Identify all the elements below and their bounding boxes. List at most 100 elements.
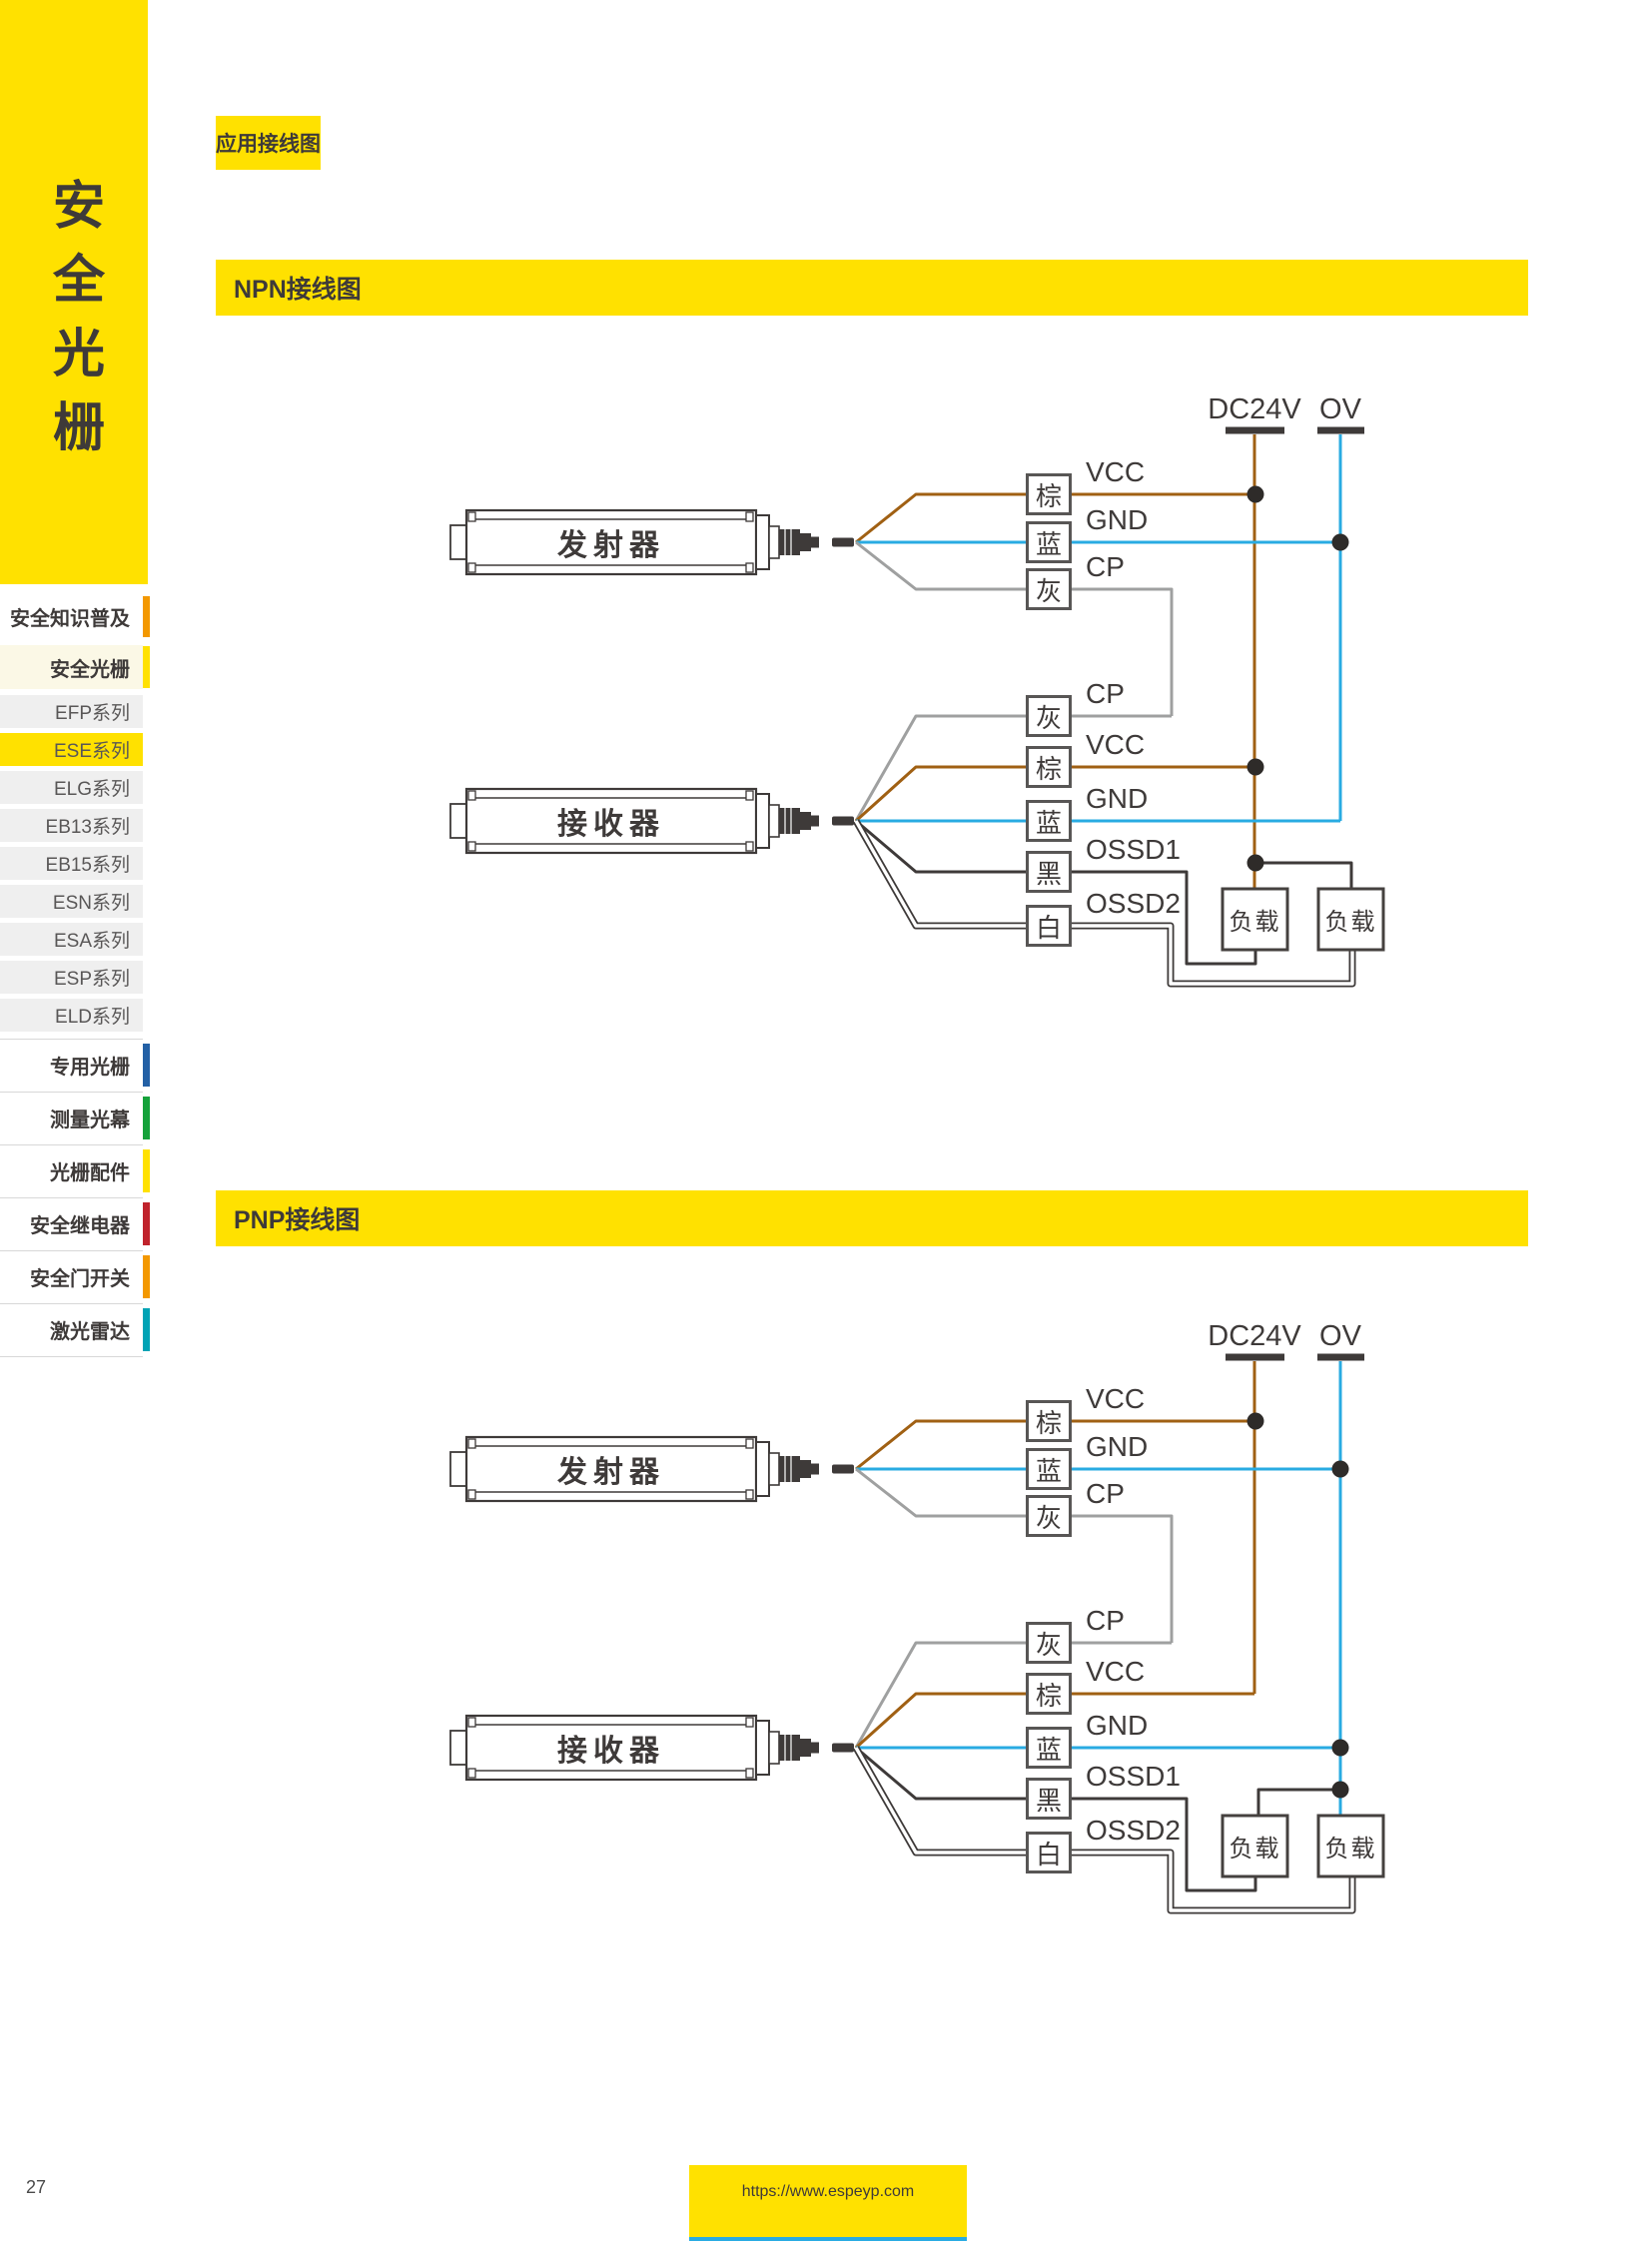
- sidebar-item-label: 测量光幕: [50, 1110, 130, 1131]
- supply-label-dc24v: DC24V: [1208, 393, 1301, 425]
- signal-label: GND: [1086, 1431, 1149, 1462]
- sidebar-item-label: 专用光栅: [50, 1057, 130, 1079]
- sidebar-item-label: 安全门开关: [30, 1268, 130, 1290]
- sidebar-item-label: ESA系列: [53, 931, 130, 952]
- signal-label: VCC: [1086, 1656, 1146, 1687]
- signal-label: VCC: [1086, 729, 1146, 760]
- npn-section-header: NPN接线图: [216, 260, 1528, 316]
- wire-color-box-blue: 蓝: [1026, 521, 1072, 563]
- sidebar-item-eld-series[interactable]: ELD系列: [0, 999, 143, 1032]
- sidebar-item-color-bar: [143, 1308, 150, 1351]
- wire-color-box-gray: 灰: [1026, 695, 1072, 737]
- wire-color-box-brown: 棕: [1026, 1400, 1072, 1442]
- sidebar-item-esp-series[interactable]: ESP系列: [0, 961, 143, 994]
- sidebar-item-label: 安全光栅: [50, 658, 130, 681]
- sidebar-item-esn-series[interactable]: ESN系列: [0, 885, 143, 918]
- signal-label: VCC: [1086, 456, 1146, 487]
- sidebar-item-safety-knowledge[interactable]: 安全知识普及: [0, 595, 150, 638]
- footer-edge-strip: [689, 2237, 967, 2241]
- wire-color-box-gray: 灰: [1026, 1495, 1072, 1537]
- wire-color-box-brown: 棕: [1026, 1673, 1072, 1715]
- sidebar-item-label: 安全知识普及: [10, 608, 130, 630]
- sidebar-item-measuring-curtain[interactable]: 测量光幕: [0, 1092, 150, 1144]
- sidebar-item-color-bar: [143, 1044, 150, 1087]
- supply-label-0v: OV: [1319, 1320, 1361, 1352]
- sidebar-item-label: EFP系列: [55, 703, 130, 724]
- signal-label: GND: [1086, 504, 1149, 535]
- signal-label: OSSD1: [1086, 1761, 1181, 1792]
- signal-label: CP: [1086, 1478, 1125, 1509]
- transmitter-label: 发射器: [557, 1456, 665, 1489]
- sidebar-item-label: EB13系列: [45, 817, 130, 838]
- sidebar-divider: [0, 1250, 143, 1251]
- sidebar-item-label: EB15系列: [45, 855, 130, 876]
- wire-color-box-brown: 棕: [1026, 473, 1072, 515]
- supply-label-dc24v: DC24V: [1208, 1320, 1301, 1352]
- wire-color-box-blue: 蓝: [1026, 1727, 1072, 1769]
- sidebar-item-esa-series[interactable]: ESA系列: [0, 923, 143, 956]
- sidebar-divider: [0, 1197, 143, 1198]
- sidebar-item-color-bar: [143, 1149, 150, 1192]
- wire-color-box-brown: 棕: [1026, 746, 1072, 788]
- load-box-label: 负载: [1229, 909, 1281, 936]
- wire-color-box-white: 白: [1026, 905, 1072, 947]
- wire-color-box-black: 黑: [1026, 851, 1072, 893]
- receiver-label: 接收器: [557, 808, 665, 841]
- sidebar-item-color-bar: [143, 1255, 150, 1298]
- sidebar-item-special-grating[interactable]: 专用光栅: [0, 1039, 150, 1092]
- signal-label: VCC: [1086, 1383, 1146, 1414]
- signal-label: CP: [1086, 1605, 1125, 1636]
- wire-color-box-blue: 蓝: [1026, 1448, 1072, 1490]
- wire-color-box-white: 白: [1026, 1832, 1072, 1873]
- signal-label: CP: [1086, 551, 1125, 582]
- sidebar-divider: [0, 1356, 143, 1357]
- sidebar-item-label: ELD系列: [55, 1007, 130, 1028]
- load-box-label: 负载: [1324, 1836, 1377, 1863]
- wire-color-box-blue: 蓝: [1026, 800, 1072, 842]
- sidebar-divider: [0, 1303, 143, 1304]
- wire-color-box-gray: 灰: [1026, 568, 1072, 610]
- sidebar-item-efp-series[interactable]: EFP系列: [0, 695, 143, 728]
- receiver-label: 接收器: [557, 1735, 665, 1768]
- signal-label: OSSD2: [1086, 888, 1181, 919]
- sidebar-item-label: 安全继电器: [30, 1215, 130, 1237]
- sidebar-item-laser-radar[interactable]: 激光雷达: [0, 1303, 150, 1356]
- sidebar-banner-text: 安全光栅: [44, 178, 103, 473]
- sidebar-divider: [0, 1144, 143, 1145]
- sidebar-item-label: ESN系列: [52, 893, 130, 914]
- sidebar-item-color-bar: [143, 646, 150, 688]
- sidebar-divider: [0, 1039, 143, 1040]
- page-number: 27: [26, 2177, 47, 2197]
- sidebar-banner: 安全光栅: [0, 0, 148, 584]
- section-tag: 应用接线图: [216, 116, 321, 170]
- sidebar-item-ese-series[interactable]: ESE系列: [0, 733, 143, 766]
- transmitter-label: 发射器: [557, 529, 665, 562]
- footer-url[interactable]: https://www.espeyp.com: [741, 2183, 915, 2200]
- sidebar-divider: [0, 1092, 143, 1093]
- sidebar-item-eb15-series[interactable]: EB15系列: [0, 847, 143, 880]
- sidebar-item-label: 光栅配件: [50, 1162, 130, 1184]
- sidebar-item-label: ELG系列: [53, 779, 130, 800]
- sidebar-item-label: ESP系列: [53, 969, 130, 990]
- sidebar-item-grating-accessory[interactable]: 光栅配件: [0, 1144, 150, 1197]
- load-box-label: 负载: [1324, 909, 1377, 936]
- signal-label: CP: [1086, 678, 1125, 709]
- wire-color-box-gray: 灰: [1026, 1622, 1072, 1664]
- signal-label: GND: [1086, 1710, 1149, 1741]
- footer-band: https://www.espeyp.com: [689, 2165, 967, 2237]
- pnp-section-header: PNP接线图: [216, 1190, 1528, 1246]
- signal-label: GND: [1086, 783, 1149, 814]
- supply-label-0v: OV: [1319, 393, 1361, 425]
- sidebar-item-color-bar: [143, 596, 150, 637]
- sidebar-item-color-bar: [143, 1097, 150, 1139]
- sidebar-item-elg-series[interactable]: ELG系列: [0, 771, 143, 804]
- wire-color-box-black: 黑: [1026, 1778, 1072, 1820]
- sidebar-item-safety-relay[interactable]: 安全继电器: [0, 1197, 150, 1250]
- load-box-label: 负载: [1229, 1836, 1281, 1863]
- sidebar-item-eb13-series[interactable]: EB13系列: [0, 809, 143, 842]
- sidebar-item-safety-door-switch[interactable]: 安全门开关: [0, 1250, 150, 1303]
- sidebar-item-safety-light-curtain[interactable]: 安全光栅: [0, 645, 150, 689]
- sidebar-item-color-bar: [143, 1202, 150, 1245]
